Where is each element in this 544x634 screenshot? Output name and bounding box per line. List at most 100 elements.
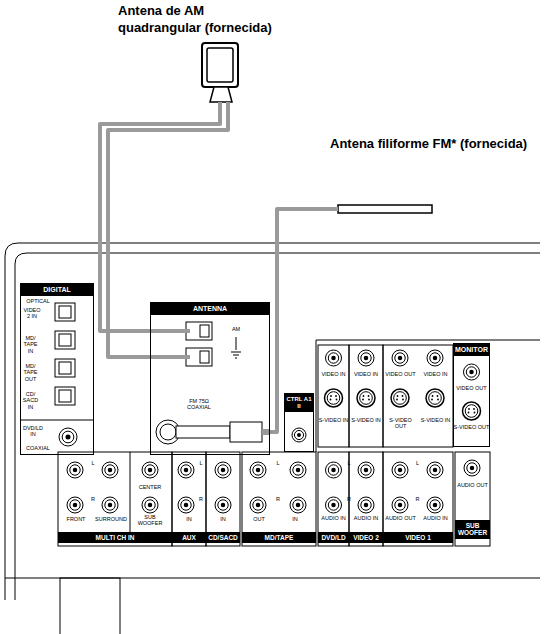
rca-jack — [430, 500, 440, 510]
s-video-pin — [402, 395, 404, 397]
panel-heading: ANTENNA — [151, 303, 269, 315]
rca-jack — [398, 468, 402, 472]
ground-line — [235, 358, 237, 359]
rca-jack — [292, 428, 306, 442]
jack-label: VIDEO 2 IN — [22, 307, 42, 320]
rca-jack — [328, 465, 338, 475]
rca-jack — [433, 503, 437, 507]
rca-jack — [253, 465, 263, 475]
optical-jack — [59, 362, 71, 374]
fm-lead — [330, 207, 338, 211]
s-video-pin — [437, 399, 439, 401]
jack-label: AUDIO IN — [349, 515, 383, 521]
foot — [60, 578, 120, 634]
rca-jack — [102, 462, 118, 478]
section-band: CD/SACD — [206, 532, 240, 543]
connector-panel: ANTENNA — [150, 302, 270, 455]
section-band: AUX — [172, 532, 206, 543]
ground-symbol — [231, 337, 241, 358]
section-box — [318, 452, 349, 546]
fm-wire — [338, 205, 432, 213]
rca-jack — [331, 503, 335, 507]
rca-jack — [398, 503, 402, 507]
section-band: VIDEO 2 — [349, 532, 383, 543]
rca-jack — [73, 503, 77, 507]
section-box — [58, 452, 172, 546]
rca-jack — [145, 465, 155, 475]
jack-label: IN — [278, 516, 312, 522]
section-box — [206, 452, 240, 546]
jack-label: S-VIDEO IN — [349, 417, 383, 423]
jack-label: FRONT — [58, 516, 94, 522]
rca-jack — [392, 497, 408, 513]
s-video-pin — [396, 399, 398, 401]
section-band: MD/TAPE — [242, 532, 316, 543]
jack-label: AUDIO OUT — [383, 515, 418, 521]
rca-jack — [62, 431, 74, 443]
antenna: Antena de AM quadrangular (fornecida) — [118, 3, 283, 113]
jack-label: OUT — [242, 516, 276, 522]
section-box — [349, 452, 383, 546]
rca-jack — [466, 367, 476, 377]
s-video-jack — [429, 392, 442, 405]
jack-label: R — [344, 496, 354, 502]
rca-jack — [215, 462, 231, 478]
rca-jack — [433, 356, 437, 360]
rca-jack — [142, 497, 158, 513]
jack-label: L — [413, 460, 423, 466]
jack-label: VIDEO IN — [349, 371, 383, 377]
jack-label: IN — [206, 516, 240, 522]
jack-label: R — [88, 496, 98, 502]
optical-jack — [59, 306, 71, 318]
section-box — [349, 345, 383, 447]
ground-line — [236, 337, 237, 350]
ground-line — [231, 352, 241, 353]
jack-label: R — [273, 496, 283, 502]
optical-jack — [55, 303, 75, 321]
rca-jack — [427, 462, 443, 478]
rca-jack — [296, 468, 300, 472]
s-video-pin — [335, 395, 337, 397]
jack-label: MD/ TAPE OUT — [22, 363, 39, 382]
jack-label: IN — [172, 516, 206, 522]
section-band: MULTI CH IN — [58, 532, 172, 543]
am-lead — [220, 102, 228, 113]
jack-label: SURROUND — [92, 516, 130, 522]
antenna-cable — [270, 209, 330, 432]
rca-jack — [361, 353, 371, 363]
terminal-lever — [200, 351, 209, 363]
jack-label: L — [88, 460, 98, 466]
am-terminals — [186, 322, 212, 366]
optical-jack — [55, 359, 75, 377]
s-video-jack — [357, 389, 375, 407]
rca-jack — [328, 500, 338, 510]
jack-label: CD/ SACD IN — [22, 391, 39, 410]
rca-jack — [331, 356, 335, 360]
panel-heading: CTRL A1 II — [285, 394, 313, 412]
terminal-lever — [200, 325, 209, 337]
rca-jack — [361, 500, 371, 510]
divider — [20, 420, 94, 421]
rca-jack — [433, 468, 437, 472]
panel-outline — [5, 243, 540, 634]
rca-jack — [105, 500, 115, 510]
rca-jack — [358, 462, 374, 478]
rca-jack — [297, 433, 301, 437]
s-video-pin — [368, 395, 370, 397]
rca-jack — [395, 500, 405, 510]
coaxial-jack — [160, 424, 176, 440]
ground-line — [233, 355, 239, 356]
rca-jack — [470, 466, 474, 470]
panel-heading: MONITOR — [454, 344, 489, 356]
loop-frame — [207, 48, 233, 82]
rca-jack — [290, 497, 306, 513]
loop-frame — [202, 43, 238, 87]
jack-label: S-VIDEO OUT — [453, 424, 490, 430]
jack-label: SUB WOOFER — [137, 514, 163, 527]
plug-cable — [262, 429, 270, 435]
rca-jack — [326, 497, 342, 513]
jack-label: S-VIDEO IN — [318, 417, 349, 423]
rca-jack — [256, 468, 260, 472]
panel-heading: DIGITAL — [21, 284, 93, 296]
rca-jack — [364, 468, 368, 472]
